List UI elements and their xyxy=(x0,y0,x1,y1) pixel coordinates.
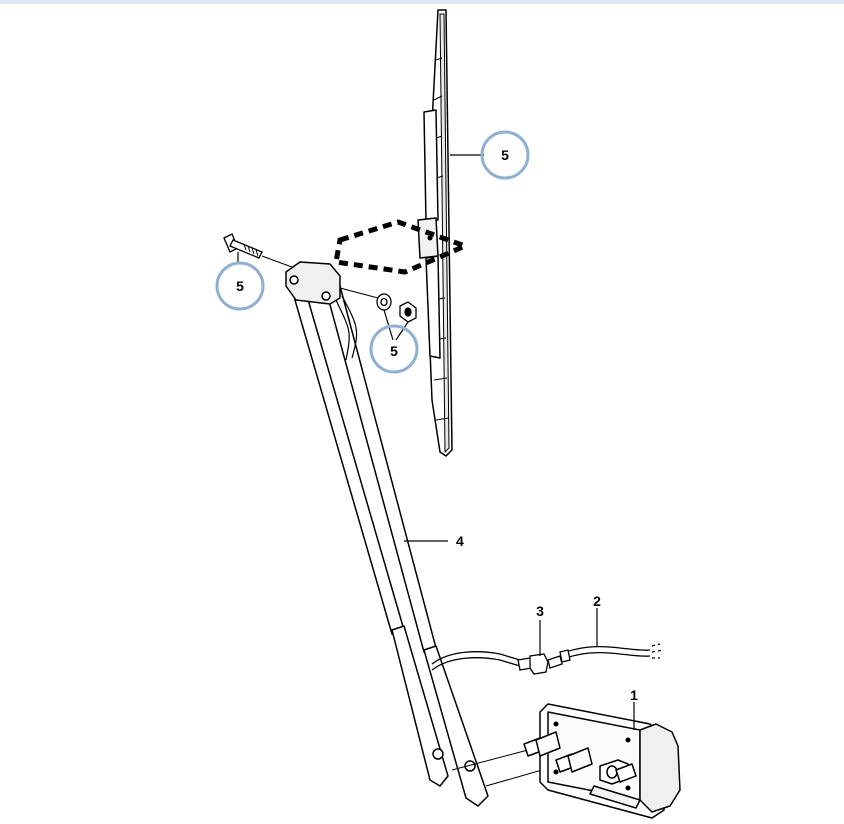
callout-label-arm: 4 xyxy=(456,533,464,549)
callout-blade: 5 xyxy=(450,130,530,180)
bolt xyxy=(223,233,263,259)
callout-label-hose: 2 xyxy=(593,593,601,609)
top-accent-bar xyxy=(0,0,844,4)
callout-label-nut: 5 xyxy=(390,343,398,359)
wiper-motor xyxy=(523,703,681,819)
callout-nut: 5 xyxy=(369,309,419,374)
nut-axis-line xyxy=(339,287,379,299)
callout-label-bolt: 5 xyxy=(236,278,244,294)
callout-label-nozzle: 3 xyxy=(536,603,544,619)
nut xyxy=(399,301,417,323)
washer-nozzle xyxy=(517,649,571,675)
arm-shaft-line-left xyxy=(451,749,529,771)
callout-hose: 2 xyxy=(593,593,601,646)
washer-hose xyxy=(431,643,665,671)
wiper-arm xyxy=(285,261,489,807)
wiper-blade xyxy=(417,9,453,457)
callout-arm: 4 xyxy=(404,533,464,549)
blade-connection-dashed-outline xyxy=(333,219,472,275)
callout-motor: 1 xyxy=(630,687,638,730)
callout-nozzle: 3 xyxy=(536,603,544,656)
washer xyxy=(376,293,392,311)
callout-bolt: 5 xyxy=(215,252,265,311)
callout-label-blade: 5 xyxy=(501,147,509,163)
callout-label-motor: 1 xyxy=(630,687,638,703)
